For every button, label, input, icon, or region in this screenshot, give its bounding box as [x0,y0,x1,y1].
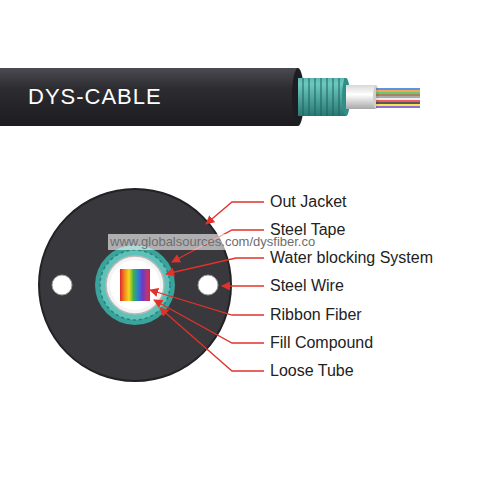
fill-compound [110,260,160,310]
part-label: Steel Tape [270,220,345,239]
outer-jacket-disc [39,189,231,381]
part-label: Steel Wire [270,276,344,295]
leader-lines [150,202,264,371]
loose-tube-ring [106,256,164,314]
part-label: Out Jacket [270,192,346,211]
steel-tape-section [298,78,346,116]
ribbon-fiber-stack [120,269,150,301]
steel-wire [198,275,218,295]
loose-tube-section [346,85,376,109]
steel-wire [52,275,72,295]
cable-brand-text: DYS-CABLE [28,84,162,110]
fiber-strands [376,89,420,107]
steel-tape-ring [95,245,175,325]
water-blocking-ring [100,250,170,320]
part-label: Water blocking System [270,248,433,267]
part-label: Ribbon Fiber [270,305,362,324]
part-label: Fill Compound [270,333,373,352]
part-label: Loose Tube [270,361,354,380]
cable-jacket [0,68,298,126]
